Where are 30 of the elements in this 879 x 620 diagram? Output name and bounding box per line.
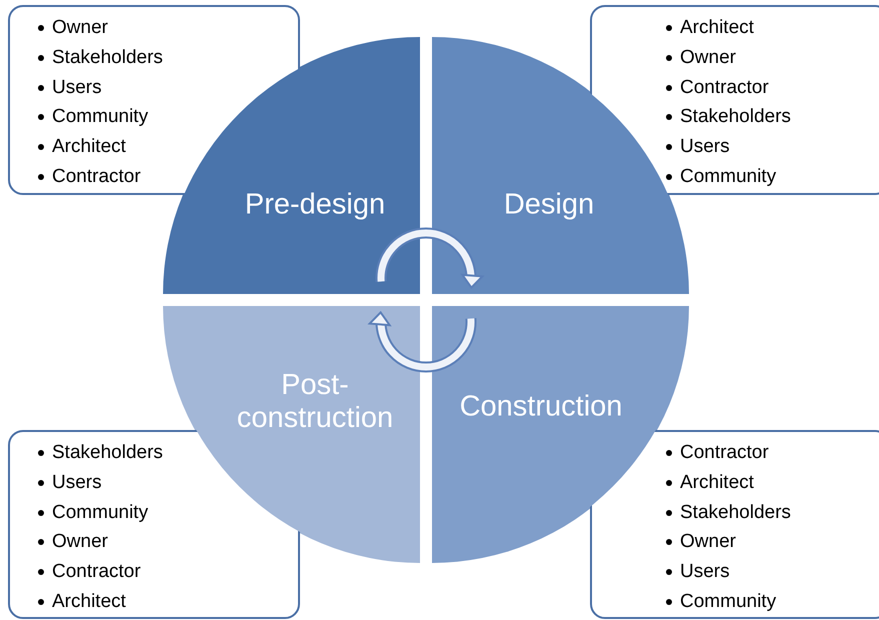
role-item: Community [52,502,148,524]
phase-label: Pre-design [244,188,386,222]
role-item: Stakeholders [52,442,163,464]
phase-label: Construction [458,390,624,424]
cycle-arrow [376,228,483,289]
phase-label: Design [502,188,596,222]
role-item: Stakeholders [680,502,791,524]
role-item: Architect [680,17,754,39]
role-item: Users [52,472,102,494]
role-item: Owner [680,531,736,554]
role-item: Community [52,106,148,128]
cycle-arrow [369,311,476,372]
role-item: Community [680,591,776,613]
role-item: Architect [52,591,126,613]
role-item: Stakeholders [680,106,791,128]
role-item: Owner [680,46,736,69]
role-item: Contractor [52,166,141,188]
role-item: Stakeholders [52,46,163,69]
role-item: Owner [52,531,108,554]
role-item: Contractor [680,442,769,464]
role-item: Users [680,561,730,584]
role-item: Contractor [52,561,141,584]
role-item: Users [680,136,730,158]
role-item: Users [52,76,102,99]
role-item: Contractor [680,76,769,99]
phase-label: Post-construction [236,369,394,435]
role-item: Architect [52,136,126,158]
role-item: Architect [680,472,754,494]
role-item: Community [680,166,776,188]
role-item: Owner [52,17,108,39]
